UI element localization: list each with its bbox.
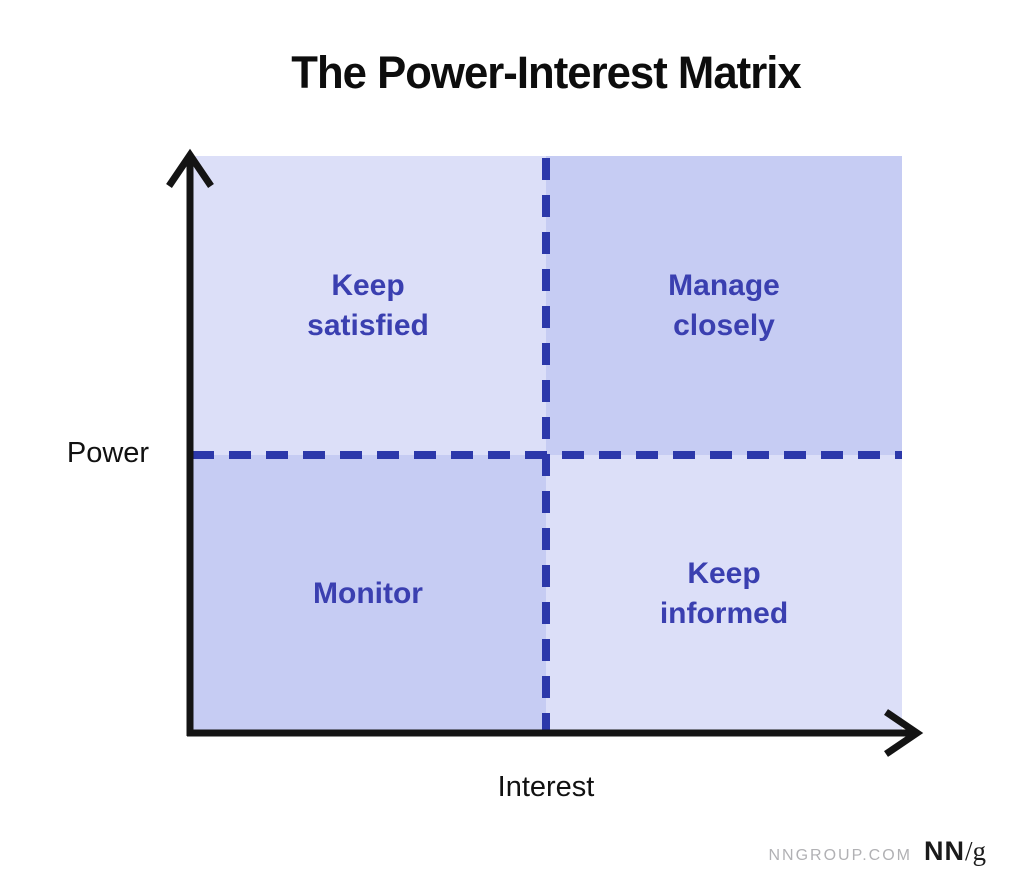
quadrant-label-keep-satisfied: Keep satisfied <box>307 268 429 342</box>
x-axis-label: Interest <box>497 771 595 803</box>
footer-website-text: NNGROUP.COM <box>768 847 912 864</box>
y-axis-label: Power <box>66 437 150 469</box>
quadrant-manage-closely: Manage closely <box>546 156 902 455</box>
quadrant-label-keep-informed: Keep informed <box>659 557 789 630</box>
page-title: The Power-Interest Matrix <box>291 47 801 98</box>
quadrant-monitor: Monitor <box>190 455 546 733</box>
quadrant-keep-informed: Keep informed <box>546 455 902 733</box>
quadrant-label-manage-closely: Manage closely <box>668 268 780 342</box>
matrix-grid: Keep satisfied Manage closely Monitor Ke… <box>190 156 902 733</box>
quadrant-keep-satisfied: Keep satisfied <box>190 156 546 455</box>
footer-branding: NNGROUP.COM NN/g <box>768 836 986 867</box>
nng-logo-slash-g: /g <box>964 836 986 866</box>
nng-logo-nn: NN <box>923 836 965 866</box>
quadrant-label-monitor: Monitor <box>313 577 423 611</box>
nng-logo: NN/g <box>924 836 986 867</box>
